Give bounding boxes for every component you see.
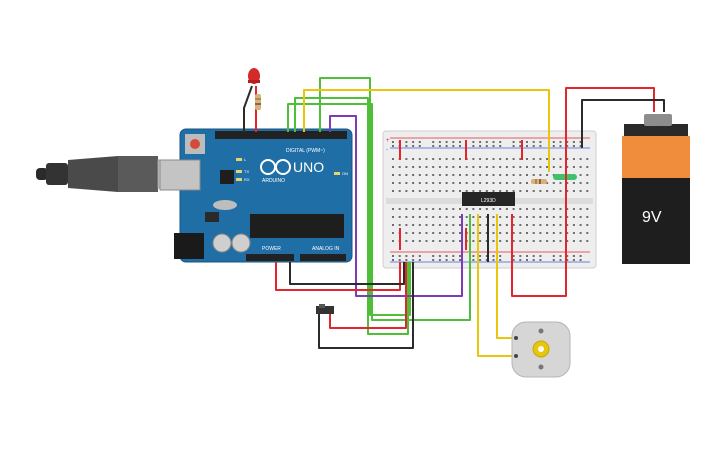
wire-battery-red xyxy=(511,87,655,297)
arduino-brand-label: ARDUINO xyxy=(262,178,285,184)
power-jack xyxy=(174,233,204,259)
arduino-model-label: UNO xyxy=(293,159,324,175)
wire-motor-yellow-1 xyxy=(477,214,516,357)
wire-led-black xyxy=(243,85,253,132)
breadboard-resistor xyxy=(531,179,547,184)
arduino-logo xyxy=(260,159,291,175)
digital-header-label: DIGITAL (PWM~) xyxy=(286,148,325,154)
rail-minus-label: - xyxy=(386,147,388,153)
battery-label: 9V xyxy=(642,209,662,226)
wire-purple xyxy=(329,115,463,297)
wire-motor-yellow-2 xyxy=(496,214,516,339)
arduino-board: UNO ARDUINO DIGITAL (PWM~) POWER ANALOG … xyxy=(159,128,353,263)
l-led-label: L xyxy=(244,157,247,162)
atmega-chip xyxy=(250,214,344,238)
wire-green-1 xyxy=(319,77,411,316)
wire-yellow-top xyxy=(303,89,550,172)
power-header-label: POWER xyxy=(262,246,281,252)
wire-switch-red xyxy=(329,262,407,329)
rx-led-label: RX xyxy=(244,177,250,182)
power-pin-header[interactable] xyxy=(246,254,294,261)
on-led-label: ON xyxy=(342,171,348,176)
breadboard-holes xyxy=(392,141,589,261)
analog-pin-header[interactable] xyxy=(300,254,346,261)
wire-red-power xyxy=(275,262,401,291)
wire-battery-black xyxy=(581,99,665,148)
led[interactable] xyxy=(248,68,260,84)
battery-9v: 9V xyxy=(622,114,690,264)
wire-green-2 xyxy=(287,103,471,321)
l293d-chip: L293D xyxy=(462,192,515,206)
rail-plus-label: + xyxy=(386,138,390,144)
wire-black-power xyxy=(289,262,405,285)
dc-motor[interactable] xyxy=(511,321,571,378)
digital-pin-header[interactable] xyxy=(215,131,347,139)
chip-label: L293D xyxy=(481,198,496,204)
led-resistor xyxy=(255,94,261,110)
analog-header-label: ANALOG IN xyxy=(312,246,340,252)
wire-green-3 xyxy=(294,97,409,335)
tx-led-label: TX xyxy=(244,169,249,174)
wire-switch-black xyxy=(318,262,414,349)
slide-switch[interactable] xyxy=(316,304,334,314)
